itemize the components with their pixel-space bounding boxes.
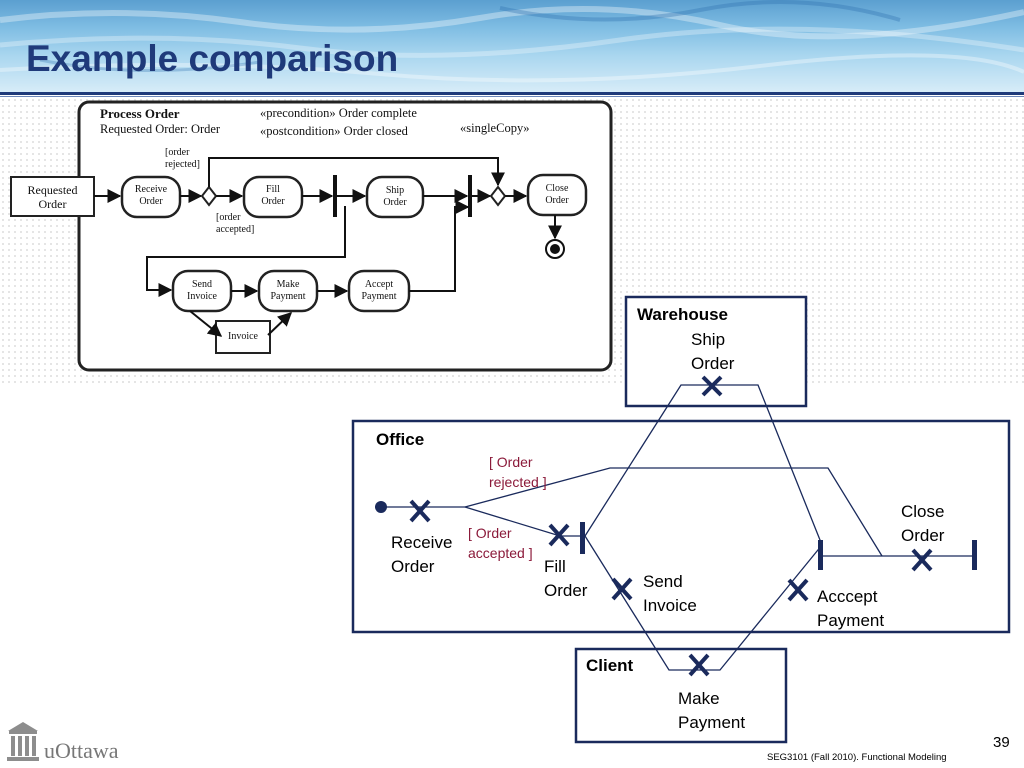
merge-diamond bbox=[489, 185, 507, 207]
client-label: Client bbox=[586, 656, 634, 675]
office-component bbox=[351, 419, 1011, 634]
join-bar bbox=[468, 175, 472, 217]
office-label: Office bbox=[376, 430, 425, 449]
requested-order-node bbox=[10, 176, 95, 217]
end-bar bbox=[972, 540, 977, 570]
decision-diamond bbox=[200, 185, 218, 207]
responsibility-send-invoice bbox=[611, 577, 633, 601]
start-point bbox=[375, 501, 387, 513]
client-component bbox=[574, 647, 788, 744]
activity-parameter: Requested Order: Order bbox=[100, 122, 221, 136]
page-number: 39 bbox=[993, 734, 1010, 751]
postcondition-text: «postcondition» Order closed bbox=[260, 124, 408, 138]
header-banner: Example comparison bbox=[0, 0, 1024, 92]
title-rule bbox=[0, 92, 1024, 95]
responsibility-make-payment bbox=[688, 653, 710, 677]
invoice-label: Invoice bbox=[228, 331, 258, 342]
activity-diagram bbox=[10, 100, 613, 372]
activity-name: Process Order bbox=[100, 106, 180, 121]
invoice-object-node bbox=[215, 320, 271, 354]
responsibility-receive-order bbox=[409, 499, 431, 523]
precondition-text: «precondition» Order complete bbox=[260, 106, 417, 120]
water-texture bbox=[0, 0, 1024, 83]
single-copy-stereotype: «singleCopy» bbox=[460, 121, 530, 135]
footer-course-note: SEG3101 (Fall 2010). Functional Modeling bbox=[767, 752, 947, 763]
close-order-action bbox=[526, 173, 588, 217]
and-join-bar bbox=[818, 540, 823, 570]
responsibility-fill-order bbox=[548, 523, 570, 547]
warehouse-label: Warehouse bbox=[637, 305, 729, 324]
responsibility-accept-payment bbox=[787, 578, 809, 602]
slide-title: Example comparison bbox=[26, 38, 399, 79]
uottawa-logo-text: uOttawa bbox=[44, 738, 119, 763]
title-rule-thin bbox=[0, 96, 1024, 97]
responsibility-ship-order bbox=[701, 375, 723, 397]
uottawa-logo-icon bbox=[7, 722, 39, 761]
responsibility-close-order bbox=[911, 548, 933, 572]
and-fork-bar bbox=[580, 522, 585, 554]
fork-bar bbox=[333, 175, 337, 217]
